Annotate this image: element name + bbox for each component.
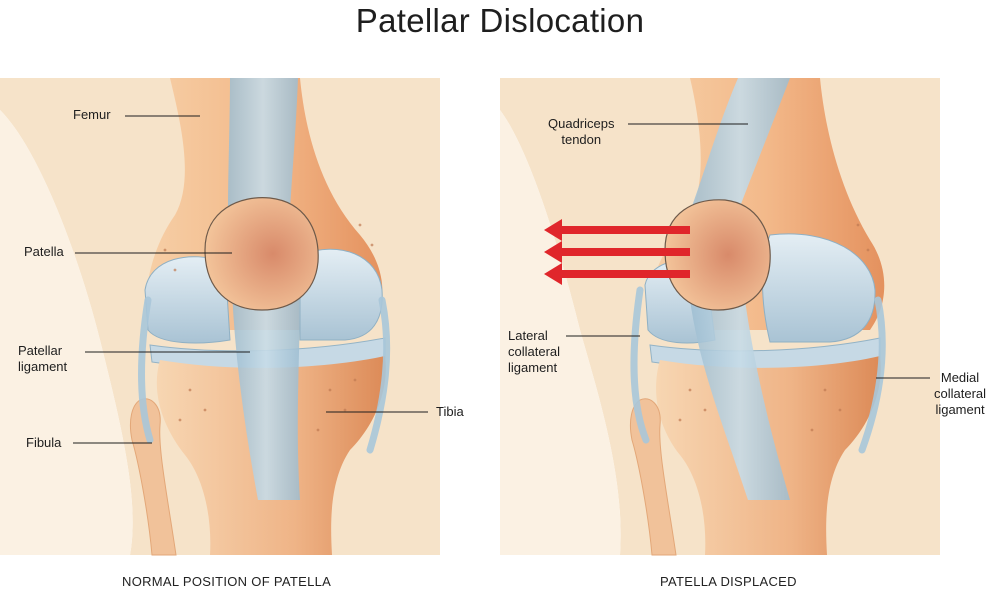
leader-lines [73,115,930,444]
patellar-ligament-band [232,290,300,500]
patella-bone [204,197,319,311]
label-lateral-collateral-ligament: Lateral collateral ligament [508,328,561,375]
diagram-title: Patellar Dislocation [355,2,645,39]
caption-displaced: PATELLA DISPLACED [660,574,797,589]
normal-knee-illustration [0,78,440,556]
fibula-bone [129,398,177,556]
femoral-cartilage-left [144,256,231,344]
quadriceps-tendon-left [228,78,298,210]
label-femur: Femur [73,107,111,122]
medial-collateral-ligament-band [858,296,886,454]
label-fibula: Fibula [26,435,62,450]
label-medial-collateral-ligament: Medial collateral ligament [934,370,987,417]
caption-normal: NORMAL POSITION OF PATELLA [122,574,332,589]
displaced-knee-illustration [500,78,940,556]
label-quadriceps-tendon: Quadriceps tendon [548,116,615,147]
quadriceps-tendon-right [690,78,790,212]
label-tibia: Tibia [436,404,464,419]
label-patella: Patella [24,244,64,259]
label-patellar-ligament: Patellar ligament [18,343,68,374]
lateral-collateral-ligament-band [630,286,650,444]
patella-displaced [664,199,771,311]
displacement-arrows [544,219,690,285]
